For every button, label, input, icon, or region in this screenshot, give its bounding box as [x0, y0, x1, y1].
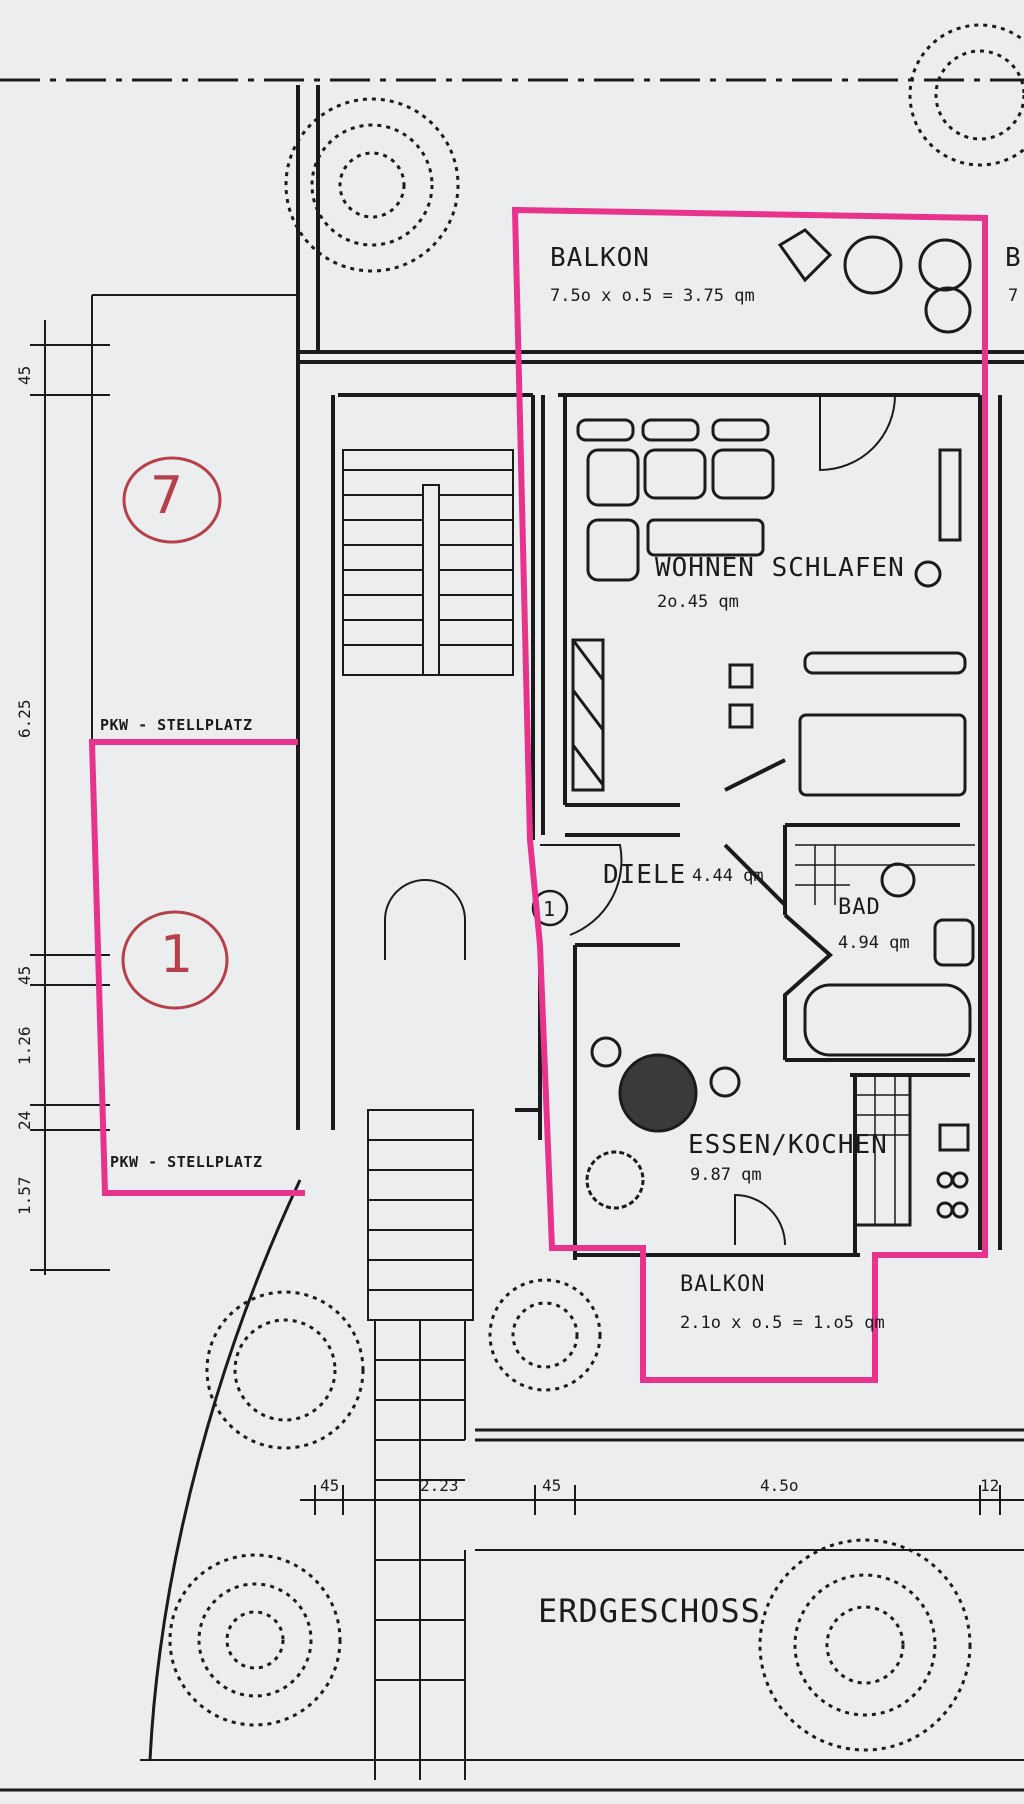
room-area-balkon-bottom: 2.1o x o.5 = 1.o5 qm [680, 1313, 885, 1333]
handwritten-mark-1: 1 [160, 925, 194, 985]
dimension-horizontal-3: 45 [542, 1476, 562, 1495]
building-walls [296, 85, 1024, 1260]
balcony-furniture [777, 228, 972, 334]
dimension-vertical-6: 1.57 [15, 1176, 34, 1215]
room-label-diele: DIELE [603, 860, 687, 890]
room-label-essen-kochen: ESSEN/KOCHEN [688, 1130, 888, 1160]
room-label-balkon-bottom: BALKON [680, 1272, 766, 1297]
red-circle-1 [121, 910, 229, 1010]
doors [384, 394, 896, 1246]
room-label-wohnen-schlafen: WOHNEN SCHLAFEN [655, 553, 905, 583]
room-area-bad: 4.94 qm [838, 933, 910, 953]
dimension-chain-bottom [300, 1428, 1024, 1515]
cropped-label-7: 7 [1008, 286, 1019, 306]
kitchen-fixtures [853, 1073, 970, 1227]
dimension-vertical-5: 24 [15, 1110, 34, 1130]
entrance-marker [531, 889, 569, 927]
parking-label-top: PKW - STELLPLATZ [100, 716, 253, 734]
staircase [342, 449, 514, 1780]
room-area-balkon-top: 7.5o x o.5 = 3.75 qm [550, 286, 755, 306]
entrance-marker-number: 1 [543, 897, 556, 921]
parking-label-bottom: PKW - STELLPLATZ [110, 1153, 263, 1171]
dimension-vertical-2: 6.25 [15, 699, 34, 738]
apartment-highlight-outline [511, 206, 988, 1383]
handwritten-mark-7: 7 [150, 466, 184, 526]
dimension-vertical-3: 45 [15, 965, 34, 985]
bath-fixtures [795, 844, 975, 1057]
interior-partitions [575, 758, 975, 1077]
room-label-bad: BAD [838, 895, 881, 920]
red-circle-7 [122, 456, 222, 544]
floor-title: ERDGESCHOSS [538, 1592, 761, 1630]
room-area-diele: 4.44 qm [692, 866, 764, 886]
room-area-essen-kochen: 9.87 qm [690, 1165, 762, 1185]
bush-top-left [284, 97, 460, 273]
dimension-horizontal-1: 45 [320, 1476, 340, 1495]
bush-top-right [908, 23, 1024, 167]
room-area-wohnen-schlafen: 2o.45 qm [657, 592, 739, 612]
room-label-balkon-top: BALKON [550, 243, 650, 273]
vegetation [168, 23, 1024, 1752]
parking-bays [91, 294, 298, 740]
bush-bottom-left [168, 1553, 342, 1727]
dining-table [585, 1036, 741, 1210]
parking-highlight-outline [88, 739, 305, 1196]
living-furniture [571, 418, 967, 797]
dimension-vertical-1: 45 [15, 365, 34, 385]
bush-bottom-right [758, 1538, 972, 1752]
cropped-label-b: B [1005, 243, 1022, 273]
bush-center [488, 1278, 602, 1392]
dimension-horizontal-2: 2.23 [420, 1476, 459, 1495]
dimension-vertical-4: 1.26 [15, 1026, 34, 1065]
dimension-horizontal-4: 4.5o [760, 1476, 799, 1495]
dimension-horizontal-5: 12 [980, 1476, 1000, 1495]
boundary-lines [0, 78, 1024, 1792]
bush-mid-left [205, 1290, 365, 1450]
